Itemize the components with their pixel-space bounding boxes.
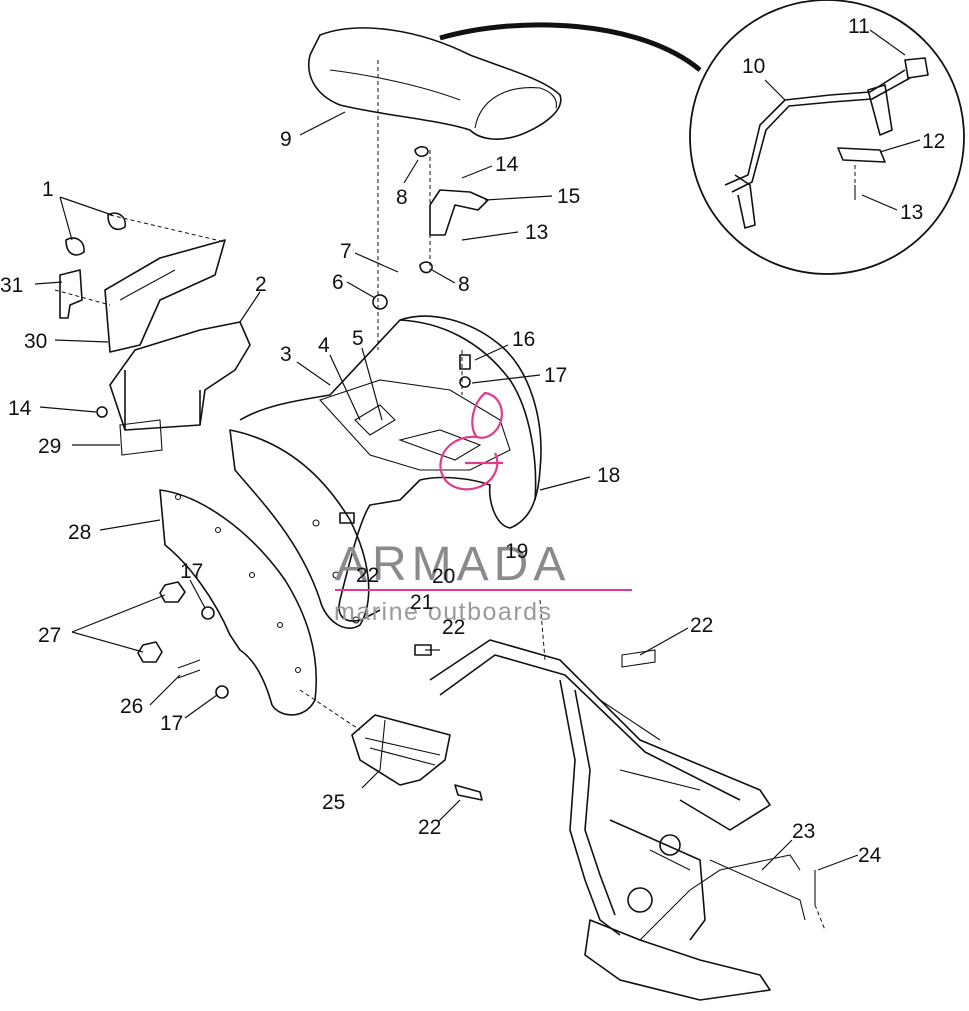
callout-30: 29 xyxy=(38,435,61,458)
mudflap-fasteners xyxy=(137,581,229,699)
callout-13b: 13 xyxy=(900,201,923,224)
callout-23: 22 xyxy=(690,614,713,637)
callout-7: 7 xyxy=(340,240,352,263)
callout-26: 25 xyxy=(322,791,345,814)
callout-17c: 17 xyxy=(160,712,183,735)
vehicle-frame xyxy=(429,639,806,1001)
callout-22b: 22 xyxy=(442,616,465,639)
callout-3: 3 xyxy=(280,343,292,366)
callout-2: 2 xyxy=(255,273,267,296)
footrest-bracket xyxy=(351,714,483,801)
callout-18: 18 xyxy=(597,464,620,487)
callout-21: 21 xyxy=(410,591,433,614)
callout-1: 1 xyxy=(42,178,54,201)
callout-28: 27 xyxy=(38,624,61,647)
callout-22a: 22 xyxy=(356,564,379,587)
callout-8a: 8 xyxy=(396,186,408,209)
callout-8b: 8 xyxy=(458,273,470,296)
callout-13a: 13 xyxy=(525,221,548,244)
callout-27: 26 xyxy=(120,695,143,718)
callout-17b: 17 xyxy=(180,560,203,583)
watermark-logo-icon xyxy=(439,391,503,491)
callout-22c: 22 xyxy=(418,816,441,839)
callout-10: 10 xyxy=(742,55,765,78)
callout-9: 9 xyxy=(280,128,292,151)
callout-labels: 1 2 3 4 5 6 7 8 8 9 10 11 12 13 13 14 14… xyxy=(0,15,945,867)
callout-24: 23 xyxy=(792,820,815,843)
callout-11: 11 xyxy=(848,15,870,38)
callout-29: 28 xyxy=(68,521,91,544)
detail-pointer xyxy=(439,22,702,72)
callout-4: 4 xyxy=(318,334,330,357)
callout-20: 20 xyxy=(432,565,455,588)
callout-5: 5 xyxy=(352,327,364,350)
left-mudflap xyxy=(159,489,318,716)
watermark-tagline: marine outboards xyxy=(334,598,553,626)
detail-inset xyxy=(689,0,965,275)
callout-6: 6 xyxy=(332,271,344,294)
assembly-lines xyxy=(54,60,826,931)
callout-14a: 14 xyxy=(495,153,519,176)
callout-31: 30 xyxy=(24,330,47,353)
callout-32: 31 xyxy=(0,274,23,297)
watermark-brand: ARMADA xyxy=(335,538,570,591)
callout-15: 15 xyxy=(557,185,580,208)
callout-19: 19 xyxy=(505,540,528,563)
callout-12: 12 xyxy=(922,130,945,153)
rear-fender-assembly xyxy=(229,315,542,629)
callout-25: 24 xyxy=(858,844,882,867)
leader-lines xyxy=(34,29,921,871)
left-cover-parts xyxy=(59,212,251,456)
callout-17a: 17 xyxy=(544,364,567,387)
seat-part xyxy=(308,27,562,140)
watermark: ARMADA marine outboards xyxy=(334,391,632,626)
callout-16: 16 xyxy=(512,328,535,351)
callout-14b: 14 xyxy=(8,397,32,420)
